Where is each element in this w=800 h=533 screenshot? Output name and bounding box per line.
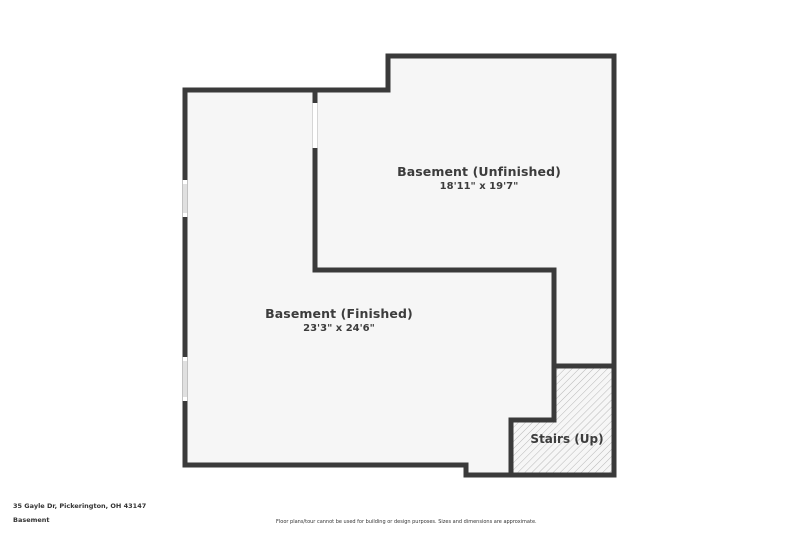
room-label-finished: Basement (Finished) 23'3" x 24'6" <box>265 306 413 334</box>
window-icon <box>182 180 188 217</box>
room-name: Stairs (Up) <box>530 432 604 446</box>
floor-level-label: Basement <box>13 516 50 524</box>
doorway-opening <box>312 103 318 148</box>
disclaimer-text: Floor plans/tour cannot be used for buil… <box>276 519 537 525</box>
room-dimensions: 18'11" x 19'7" <box>439 181 519 192</box>
room-label-unfinished: Basement (Unfinished) 18'11" x 19'7" <box>397 164 561 192</box>
window-icon <box>182 357 188 401</box>
stairs-area <box>511 367 612 473</box>
exterior-wall <box>182 53 617 478</box>
room-name: Basement (Finished) <box>265 306 413 321</box>
room-name: Basement (Unfinished) <box>397 164 561 179</box>
floor-area <box>185 56 614 475</box>
property-address: 35 Gayle Dr, Pickerington, OH 43147 <box>13 502 147 510</box>
interior-wall <box>312 90 557 473</box>
room-dimensions: 23'3" x 24'6" <box>303 323 375 334</box>
room-label-stairs: Stairs (Up) <box>530 432 603 446</box>
